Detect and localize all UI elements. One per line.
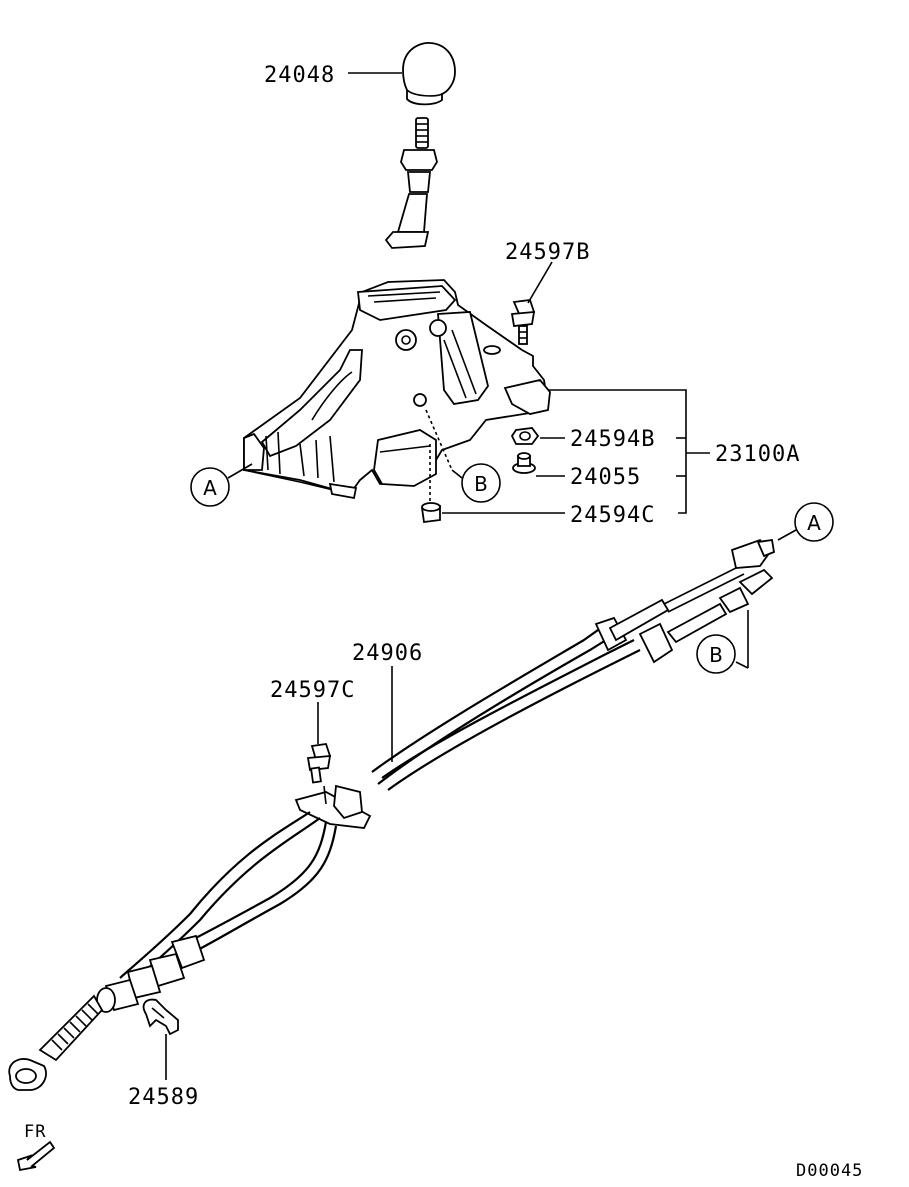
ref-b-lower-text: B	[709, 643, 723, 667]
ref-a-upper-text: A	[203, 476, 217, 500]
ref-a-lower-text: A	[807, 511, 821, 535]
front-label: FR	[24, 1122, 46, 1142]
clip-24589[interactable]	[142, 998, 179, 1036]
nut-24594B[interactable]	[510, 427, 540, 445]
label-bolt-24597B: 24597B	[505, 240, 590, 265]
ref-b-upper-text: B	[474, 472, 488, 496]
shift-lever-rod	[384, 117, 438, 249]
label-cable-24906: 24906	[352, 641, 423, 666]
label-bolt-24597C: 24597C	[270, 678, 355, 703]
label-bushing-24055: 24055	[570, 465, 641, 490]
label-nut-24594B: 24594B	[570, 427, 655, 452]
group-bracket-23100A	[548, 389, 710, 514]
bolt-24597C[interactable]	[306, 743, 332, 784]
shift-cable-24906[interactable]	[8, 538, 776, 1091]
ref-callout-a-upper: A	[190, 463, 253, 507]
front-direction-indicator: FR	[16, 1122, 56, 1172]
bushing-24594C[interactable]	[420, 502, 441, 524]
lever-assembly-23100A[interactable]	[243, 279, 551, 500]
leader-bolt-24597B	[527, 261, 553, 304]
label-clip-24589: 24589	[128, 1085, 199, 1110]
label-bushing-24594C: 24594C	[570, 503, 655, 528]
ref-callout-a-lower: A	[777, 502, 834, 542]
diagram-code: D00045	[796, 1161, 863, 1181]
ref-callout-b-upper: B	[425, 409, 501, 503]
label-lever-assembly: 23100A	[715, 442, 800, 467]
bushing-24055[interactable]	[512, 452, 536, 474]
label-knob: 24048	[264, 63, 335, 88]
shift-knob[interactable]	[402, 42, 456, 106]
ref-callout-b-lower: B	[696, 610, 749, 674]
bolt-24597B[interactable]	[510, 299, 536, 345]
